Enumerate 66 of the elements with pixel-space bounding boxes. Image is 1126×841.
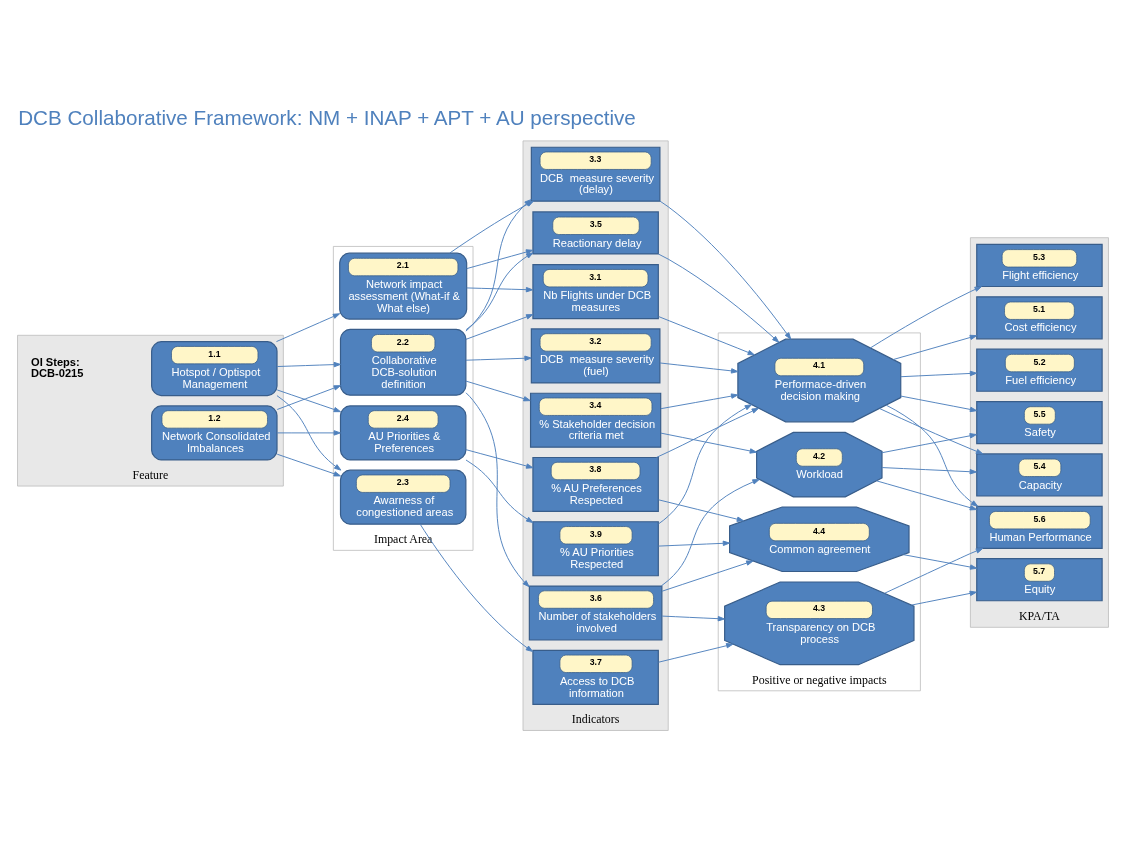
arrow: [881, 466, 977, 474]
arrow: [658, 315, 755, 355]
arrow: [465, 313, 534, 340]
arrow: [661, 559, 754, 592]
arrow: [900, 395, 978, 412]
arrow: [466, 286, 534, 292]
arrow: [276, 453, 341, 476]
arrow: [902, 553, 978, 570]
node-box: 3.2 DCB measure severity (fuel): [530, 327, 661, 383]
arrow: [657, 403, 752, 524]
diagram-title: DCB Collaborative Framework: NM + INAP + APT + AU perspective: [18, 105, 636, 129]
node-box: 5.2 Fuel efficiency: [976, 348, 1103, 392]
node-box: 3.4 % Stakeholder decision criteria met: [529, 392, 662, 448]
arrow: [900, 370, 978, 377]
node-box: 3.3 DCB measure severity (delay): [530, 146, 661, 202]
arrow: [276, 394, 342, 471]
arrow: [660, 432, 757, 454]
node-box: 3.6 Number of stakeholders involved: [528, 584, 663, 641]
node-box: 2.2 Collaborative DCB-solution definition: [339, 328, 467, 396]
node-box: 5.3 Flight efficiency: [976, 243, 1103, 287]
node-box: 3.8 % AU Preferences Respected: [532, 456, 659, 512]
arrow: [419, 523, 534, 652]
arrow: [655, 407, 759, 458]
arrow: [658, 498, 744, 522]
node-box: 5.7 Equity: [976, 557, 1103, 601]
node-box: 2.1 Network impact assessment (What-if & What else): [339, 252, 468, 320]
node-box: 2.4 AU Priorities & Preferences: [339, 404, 467, 460]
node-box: 3.7 Access to DCB information: [532, 649, 659, 705]
node-box: 5.1 Cost efficiency: [976, 295, 1103, 339]
node-box: 1.1 Hotspot / Optispot Management: [151, 340, 278, 396]
arrow: [466, 248, 534, 269]
node-box: 1.2 Network Consolidated Imbalances: [151, 404, 278, 460]
arrow: [658, 642, 734, 663]
node-box: 5.4 Capacity: [976, 452, 1103, 497]
arrow: [276, 361, 341, 367]
arrow: [465, 459, 534, 523]
arrow: [658, 540, 731, 547]
arrow: [660, 392, 739, 409]
arrow: [465, 251, 534, 330]
node-box: 5.5 Safety: [976, 400, 1103, 444]
arrow: [879, 407, 984, 454]
arrow: [869, 285, 982, 348]
node-box: 5.6 Human Performance: [976, 505, 1103, 549]
arrow: [661, 615, 726, 621]
arrow: [658, 253, 780, 343]
node-box: 3.5 Reactionary delay: [532, 210, 659, 255]
arrow: [881, 432, 977, 453]
arrow: [659, 200, 792, 340]
node-box: 3.1 Nb Flights under DCB measures: [532, 263, 659, 319]
arrow: [275, 312, 341, 342]
label: OI Steps:: [31, 355, 80, 368]
arrow: [659, 362, 739, 374]
arrow: [876, 479, 978, 510]
arrow: [885, 404, 979, 507]
arrow: [465, 355, 532, 361]
arrow: [465, 448, 534, 469]
arrow: [892, 334, 978, 360]
arrow: [465, 380, 531, 401]
arrow: [276, 429, 341, 436]
node-box: 3.9 % AU Priorities Respected: [532, 520, 659, 576]
arrow: [660, 478, 760, 586]
arrow: [911, 590, 977, 606]
node-box: 2.3 Awarness of congestioned areas: [339, 469, 467, 525]
label: DCB-0215: [31, 366, 84, 379]
arrow: [884, 547, 984, 594]
arrow: [465, 391, 530, 587]
